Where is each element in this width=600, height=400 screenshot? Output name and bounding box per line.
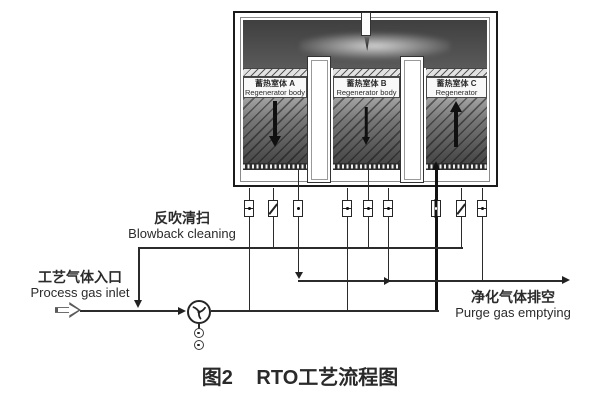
regenerator-a-top-layer <box>243 68 307 77</box>
inlet-header-line <box>211 310 439 312</box>
pipe-c3 <box>481 188 484 281</box>
regenerator-c-top-layer <box>426 68 487 77</box>
inlet-line-left <box>80 310 180 312</box>
pipe-b3 <box>387 188 390 281</box>
purge-gas-label-en: Purge gas emptying <box>455 305 571 320</box>
regenerator-b-label: 蓄热室体 B Regenerator body <box>333 77 400 98</box>
fan-blade-icon <box>192 306 206 320</box>
valve-c2 <box>456 200 466 217</box>
regenerator-b-top-layer <box>333 68 400 77</box>
arrowhead-right-inlet <box>178 306 186 315</box>
burner-icon <box>361 12 371 36</box>
channel-wall-right <box>400 56 424 183</box>
fan-motor-link <box>198 322 200 329</box>
purge-gas-label: 净化气体排空 Purge gas emptying <box>438 289 588 320</box>
pipe-c1-active-riser <box>435 169 438 311</box>
channel-wall-right-inner <box>403 59 421 180</box>
process-gas-inlet-label-en: Process gas inlet <box>30 285 130 300</box>
blowback-label: 反吹清扫 Blowback cleaning <box>103 210 261 241</box>
valve-b2 <box>363 200 373 217</box>
arrowhead-right-purge-mid <box>384 277 391 285</box>
pipe-a1 <box>248 188 251 311</box>
regenerator-a-name-zh: 蓄热室体 A <box>255 79 295 88</box>
fan-icon <box>187 300 211 324</box>
purge-gas-label-zh: 净化气体排空 <box>471 289 555 305</box>
blowback-return-drop <box>137 246 140 302</box>
channel-wall-left-inner <box>310 59 328 180</box>
motor-icon-1 <box>193 328 204 338</box>
pipe-b1 <box>346 188 349 311</box>
valve-c1 <box>431 200 441 217</box>
valve-c3 <box>477 200 487 217</box>
blowback-label-zh: 反吹清扫 <box>154 210 210 226</box>
regenerator-c-label: 蓄热室体 C Regenerator body <box>426 77 487 105</box>
blowback-label-en: Blowback cleaning <box>128 226 236 241</box>
purge-header-line <box>298 280 566 282</box>
process-gas-inlet-label-zh: 工艺气体入口 <box>38 269 122 285</box>
pipe-c2 <box>460 188 463 248</box>
valve-a1 <box>244 200 254 217</box>
regenerator-b-name-zh: 蓄热室体 B <box>346 79 387 88</box>
regenerator-a-name-en: Regenerator body <box>244 88 306 97</box>
flow-arrow-c <box>450 101 462 147</box>
valve-a2 <box>268 200 278 217</box>
regenerator-a-grid <box>243 163 307 170</box>
blowback-header-line <box>138 246 463 249</box>
motor-icon-2 <box>193 340 204 350</box>
regenerator-b-name-en: Regenerator body <box>336 88 397 97</box>
flow-arrow-a <box>269 101 281 147</box>
valve-b1 <box>342 200 352 217</box>
figure-caption: 图2 RTO工艺流程图 <box>0 361 600 390</box>
flow-arrow-b <box>360 107 372 145</box>
burner-flame-icon <box>364 37 370 51</box>
inlet-block-arrow-fill <box>57 304 79 316</box>
figure-caption-title: RTO工艺流程图 <box>256 367 399 389</box>
channel-wall-left <box>307 56 331 183</box>
pipe-a2 <box>272 188 275 248</box>
arrowhead-down-blowback <box>134 300 142 308</box>
process-gas-inlet-label: 工艺气体入口 Process gas inlet <box>5 269 155 300</box>
figure-caption-number: 图2 <box>201 367 233 389</box>
flame-glow <box>300 33 450 59</box>
valve-b3 <box>383 200 393 217</box>
arrowhead-up-into-c <box>432 161 440 170</box>
pipe-a3 <box>297 169 300 273</box>
regenerator-b-grid <box>333 163 400 170</box>
arrowhead-down-purge-start <box>294 272 303 279</box>
regenerator-c-name-zh: 蓄热室体 C <box>436 79 477 88</box>
arrowhead-right-purge-end <box>562 276 570 284</box>
valve-a3 <box>293 200 303 217</box>
regenerator-a-label: 蓄热室体 A Regenerator body <box>243 77 307 98</box>
regenerator-c-grid <box>426 163 487 170</box>
